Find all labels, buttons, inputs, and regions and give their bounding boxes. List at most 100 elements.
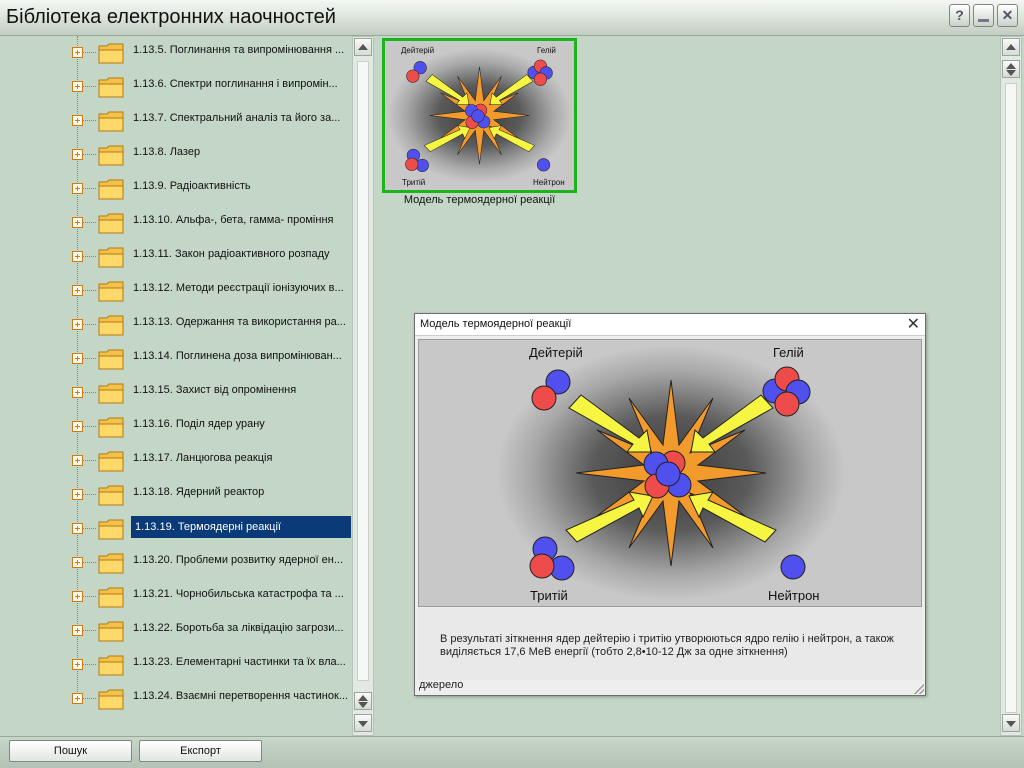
folder-icon (98, 76, 124, 98)
expand-icon[interactable] (72, 421, 83, 432)
viewer-image-area: Дейтерій Гелій Тритій Нейтрон (418, 339, 922, 607)
tree-item-label: 1.13.8. Лазер (133, 146, 201, 158)
close-icon[interactable]: ✕ (906, 316, 920, 333)
tree-item[interactable]: 1.13.13. Одержання та використання ра... (0, 308, 352, 342)
tree-connector (82, 290, 96, 291)
arrow-down-icon (358, 702, 368, 708)
tree-connector (82, 324, 96, 325)
tree-scrollbar[interactable] (352, 36, 374, 736)
viewer-title-bar[interactable]: Модель термоядерної реакції ✕ (415, 314, 925, 336)
thumb-label-deuterium: Дейтерій (401, 46, 435, 55)
thumb-label-tritium: Тритій (402, 178, 426, 187)
tree-item[interactable]: 1.13.5. Поглинання та випромінювання ... (0, 36, 352, 70)
expand-icon[interactable] (72, 47, 83, 58)
expand-icon[interactable] (72, 387, 83, 398)
tree-connector (82, 664, 96, 665)
tree-item[interactable]: 1.13.20. Проблеми розвитку ядерної ен... (0, 546, 352, 580)
tree-item[interactable]: 1.13.22. Боротьба за ліквідацію загрози.… (0, 614, 352, 648)
label-neutron: Нейтрон (768, 588, 820, 603)
label-tritium: Тритій (530, 588, 568, 603)
tree-item[interactable]: 1.13.8. Лазер (0, 138, 352, 172)
tree-connector (82, 630, 96, 631)
tree-scroll-thumb[interactable] (357, 61, 369, 681)
tree-connector (82, 698, 96, 699)
tree-item[interactable]: 1.13.23. Елементарні частинки та їх вла.… (0, 648, 352, 682)
tree-item-label: 1.13.15. Захист від опромінення (133, 384, 297, 396)
expand-icon[interactable] (72, 693, 83, 704)
resize-grip-icon[interactable] (914, 684, 924, 694)
tree-item[interactable]: 1.13.15. Захист від опромінення (0, 376, 352, 410)
expand-icon[interactable] (72, 319, 83, 330)
arrow-down-icon (1006, 70, 1016, 76)
arrow-up-icon (358, 695, 368, 701)
tree-item[interactable]: 1.13.16. Поділ ядер урану (0, 410, 352, 444)
content-scrollbar[interactable] (1000, 36, 1022, 736)
expand-icon[interactable] (72, 183, 83, 194)
export-button[interactable]: Експорт (139, 740, 262, 762)
tree-item[interactable]: 1.13.7. Спектральний аналіз та його за..… (0, 104, 352, 138)
tree-item[interactable]: 1.13.17. Ланцюгова реакція (0, 444, 352, 478)
tree-item[interactable]: 1.13.6. Спектри поглинання і випромін... (0, 70, 352, 104)
tree-item[interactable]: 1.13.14. Поглинена доза випромінюван... (0, 342, 352, 376)
tree-connector (82, 52, 96, 53)
expand-icon[interactable] (72, 659, 83, 670)
title-bar: Бібліотека електронних наочностей ? ✕ (0, 0, 1024, 36)
tree-scroll-down-button[interactable] (354, 714, 372, 732)
tree-item[interactable]: 1.13.12. Методи реєстрації іонізуючих в.… (0, 274, 352, 308)
tree-connector (82, 188, 96, 189)
tree-item-label: 1.13.19. Термоядерні реакції (131, 516, 351, 538)
fusion-model-thumbnail[interactable]: Дейтерій Гелій Тритій Нейтрон (382, 38, 577, 193)
folder-icon (98, 552, 124, 574)
tree-item[interactable]: 1.13.11. Закон радіоактивного розпаду (0, 240, 352, 274)
expand-icon[interactable] (72, 591, 83, 602)
tree-item-label: 1.13.13. Одержання та використання ра... (133, 316, 346, 328)
expand-icon[interactable] (72, 455, 83, 466)
tree-connector (82, 392, 96, 393)
tree-item[interactable]: 1.13.24. Взаємні перетворення частинок..… (0, 682, 352, 716)
tree-item[interactable]: 1.13.18. Ядерний реактор (0, 478, 352, 512)
folder-icon (98, 110, 124, 132)
tree-item[interactable]: 1.13.19. Термоядерні реакції (0, 512, 352, 546)
help-button[interactable]: ? (949, 4, 970, 27)
close-app-button[interactable]: ✕ (997, 4, 1018, 27)
content-scroll-up-button[interactable] (1002, 38, 1020, 56)
expand-icon[interactable] (72, 523, 83, 534)
tree-connector (82, 596, 96, 597)
description-panel: В результаті зіткнення ядер дейтерію і т… (418, 608, 922, 680)
expand-icon[interactable] (72, 353, 83, 364)
tree-item[interactable]: 1.13.21. Чорнобильська катастрофа та ... (0, 580, 352, 614)
folder-icon (98, 144, 124, 166)
fusion-diagram-art (490, 339, 852, 607)
tree-connector (82, 528, 96, 529)
tree-item[interactable]: 1.13.9. Радіоактивність (0, 172, 352, 206)
content-scroll-page-button[interactable] (1002, 60, 1020, 78)
folder-icon (98, 688, 124, 710)
tree-scroll-up-button[interactable] (354, 38, 372, 56)
tree-item-label: 1.13.16. Поділ ядер урану (133, 418, 265, 430)
tree-item[interactable]: 1.13.10. Альфа-, бета, гамма- проміння (0, 206, 352, 240)
fusion-diagram: Дейтерій Гелій Тритій Нейтрон (490, 339, 852, 607)
thumb-label-neutron: Нейтрон (533, 178, 565, 187)
content-scroll-down-button[interactable] (1002, 714, 1020, 732)
tree-item-label: 1.13.23. Елементарні частинки та їх вла.… (133, 656, 346, 668)
expand-icon[interactable] (72, 217, 83, 228)
expand-icon[interactable] (72, 149, 83, 160)
description-text: В результаті зіткнення ядер дейтерію і т… (440, 633, 894, 658)
tree-scroll-page-button[interactable] (354, 692, 372, 710)
expand-icon[interactable] (72, 251, 83, 262)
folder-icon (98, 178, 124, 200)
expand-icon[interactable] (72, 625, 83, 636)
expand-icon[interactable] (72, 489, 83, 500)
folder-icon (98, 212, 124, 234)
folder-icon (98, 620, 124, 642)
expand-icon[interactable] (72, 81, 83, 92)
search-button[interactable]: Пошук (9, 740, 132, 762)
expand-icon[interactable] (72, 557, 83, 568)
tree-item-label: 1.13.14. Поглинена доза випромінюван... (133, 350, 342, 362)
expand-icon[interactable] (72, 115, 83, 126)
expand-icon[interactable] (72, 285, 83, 296)
tree-item-label: 1.13.12. Методи реєстрації іонізуючих в.… (133, 282, 344, 294)
content-scroll-thumb[interactable] (1005, 83, 1017, 713)
source-link[interactable]: джерело (419, 679, 464, 691)
minimize-button[interactable] (973, 4, 994, 27)
